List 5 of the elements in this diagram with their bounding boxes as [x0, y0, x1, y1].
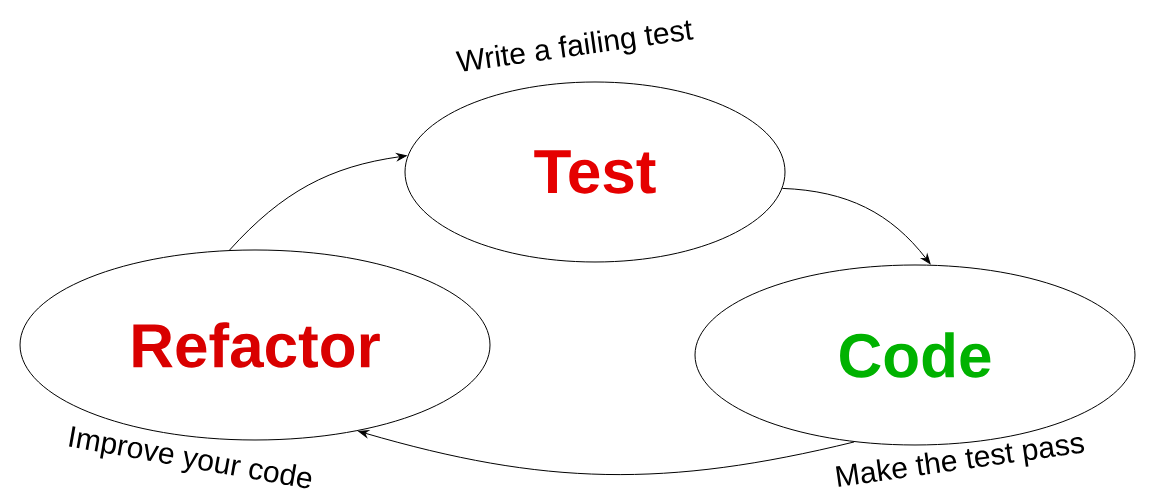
arrow: [781, 187, 931, 265]
arrow: [229, 153, 407, 251]
arrow: [358, 430, 855, 475]
handwritten-note: Write a failing test: [455, 20, 694, 72]
handwritten-note: Improve your code: [69, 426, 312, 489]
